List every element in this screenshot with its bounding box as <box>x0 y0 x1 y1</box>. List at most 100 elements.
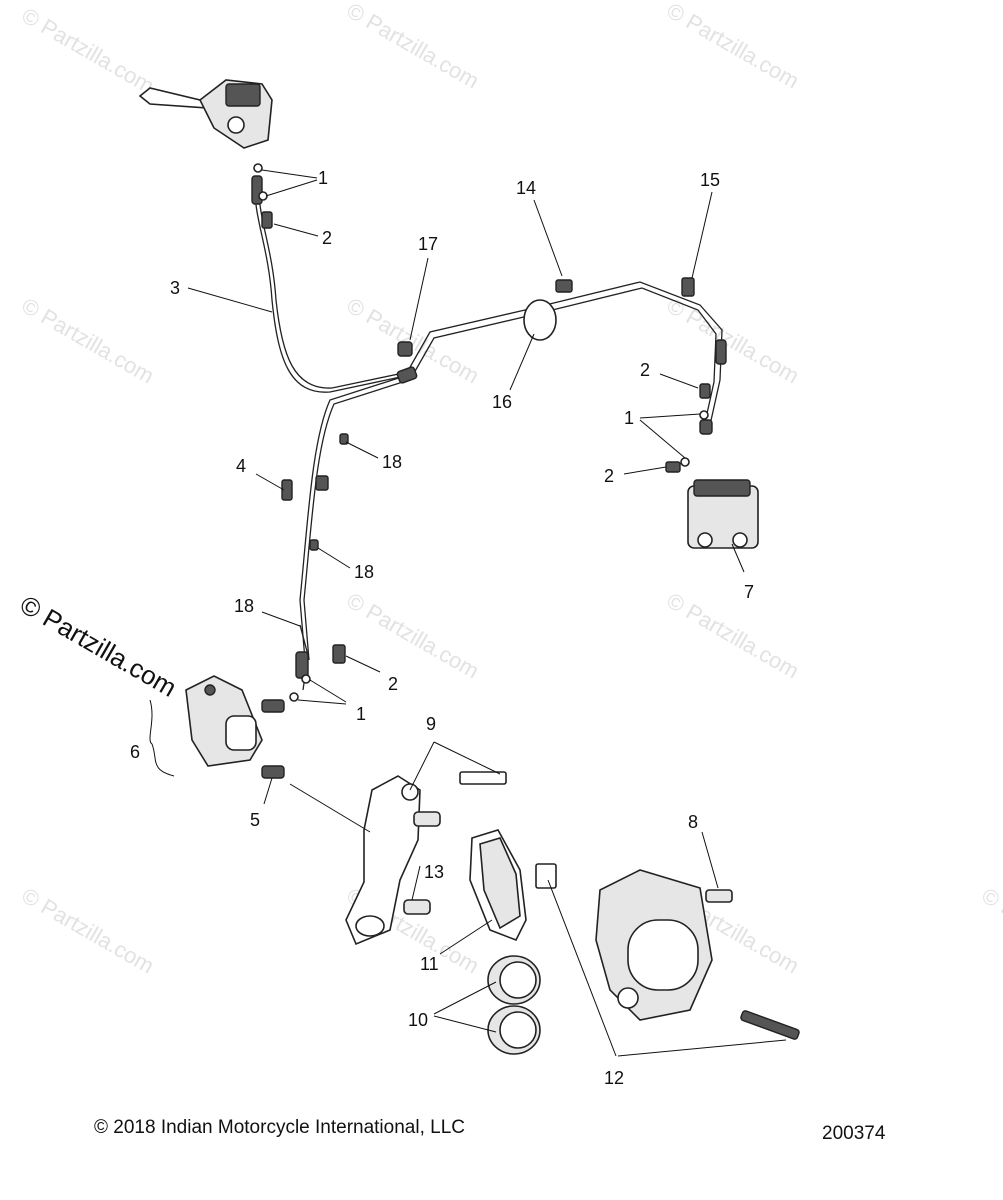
watermark: © Partzilla.com <box>663 588 804 684</box>
leader-line <box>659 373 699 389</box>
watermark: © Partzilla.com <box>663 0 804 93</box>
leader-line <box>261 169 318 179</box>
leader-line <box>411 865 421 901</box>
leader-line <box>639 419 686 459</box>
callout-1: 1 <box>318 168 328 188</box>
watermark: © Partzilla.com <box>663 293 804 389</box>
banjo-bolt <box>665 461 681 473</box>
bleeder <box>204 684 216 696</box>
brake-pad <box>479 837 521 930</box>
callout-2: 2 <box>604 466 614 486</box>
watermark: © Partzilla.com <box>18 883 159 979</box>
lever-pivot <box>227 116 245 134</box>
sealing-washer <box>289 692 299 702</box>
sealing-washer <box>301 674 311 684</box>
leader-line <box>263 777 273 805</box>
callout-5: 5 <box>250 810 260 830</box>
watermark-layer: © Partzilla.com © Partzilla.com © Partzi… <box>15 0 1003 978</box>
copyright-notice: © 2018 Indian Motorcycle International, … <box>94 1117 465 1138</box>
pad-clip <box>535 863 557 889</box>
watermark: © Partzilla.com <box>18 3 159 99</box>
callout-2: 2 <box>388 674 398 694</box>
brake-pads <box>469 829 527 942</box>
leader-line <box>433 1015 497 1033</box>
abs-module <box>687 479 759 549</box>
leader-line <box>509 333 535 391</box>
leader-line <box>187 287 273 313</box>
caliper-bracket <box>345 775 441 946</box>
sealing-washer <box>253 163 263 173</box>
callout-12: 12 <box>604 1068 624 1088</box>
bleeder-valve <box>705 889 733 903</box>
rear-caliper <box>595 869 713 1021</box>
caliper-bolt <box>261 699 285 713</box>
leader-line <box>547 879 617 1057</box>
leader-line <box>731 543 745 573</box>
leader-line <box>409 741 435 791</box>
leader-line <box>691 191 713 279</box>
cable-tie <box>523 299 557 341</box>
callout-7: 7 <box>744 582 754 602</box>
brake-master-cylinder <box>138 79 273 149</box>
pad-pin <box>740 1010 800 1040</box>
watermark: © Partzilla.com <box>343 0 484 93</box>
callout-15: 15 <box>700 170 720 190</box>
line-clip <box>681 277 695 297</box>
front-caliper <box>185 675 263 767</box>
callout-11: 11 <box>420 954 439 974</box>
caliper-bolt <box>261 765 285 779</box>
brake-line-upper <box>409 287 717 428</box>
callout-1: 1 <box>356 704 366 724</box>
sealing-washer <box>680 457 690 467</box>
abs-port <box>732 532 748 548</box>
watermark: © Partzilla.com <box>978 883 1003 979</box>
callout-16: 16 <box>492 392 512 412</box>
leader-line <box>273 223 319 237</box>
banjo-bolt <box>261 211 273 229</box>
bracket-hole <box>401 783 419 801</box>
leader-line <box>439 919 493 955</box>
leader-line <box>701 831 719 889</box>
leader-line <box>289 783 371 833</box>
callout-18: 18 <box>382 452 402 472</box>
grommet <box>339 433 349 445</box>
hose-fitting <box>396 366 418 384</box>
sealing-washer <box>258 191 268 201</box>
callout-2: 2 <box>322 228 332 248</box>
leader-line <box>345 441 379 459</box>
sealing-washer <box>699 410 709 420</box>
banjo-bolt <box>332 644 346 664</box>
clamp-bolt <box>281 479 293 501</box>
leader-line <box>433 981 497 1015</box>
line-clip <box>555 279 573 293</box>
callout-8: 8 <box>688 812 698 832</box>
leader-line <box>297 699 347 705</box>
watermark: © Partzilla.com <box>18 293 159 389</box>
leader-line <box>409 257 429 341</box>
abs-port <box>697 532 713 548</box>
leader-line <box>345 655 381 673</box>
callout-18: 18 <box>354 562 374 582</box>
brake-line-lower <box>303 379 410 661</box>
watermark-dark: © Partzilla.com <box>15 589 182 703</box>
callout-17: 17 <box>418 234 438 254</box>
callout-3: 3 <box>170 278 180 298</box>
piston-face <box>499 1011 537 1049</box>
hardware <box>253 163 800 1040</box>
pad-spring <box>459 771 507 785</box>
callout-10: 10 <box>408 1010 428 1030</box>
slide-pin <box>403 899 431 915</box>
caliper-piston-bore <box>627 919 699 991</box>
leader-line <box>255 473 285 491</box>
callout-18: 18 <box>234 596 254 616</box>
bracket-line <box>149 699 175 777</box>
line-clip <box>397 341 413 357</box>
reservoir-cap <box>225 83 261 107</box>
leader-line <box>623 466 667 475</box>
callout-2: 2 <box>640 360 650 380</box>
leader-line <box>639 413 701 419</box>
callout-labels: 1 2 3 17 14 15 16 2 1 2 18 4 18 7 18 2 1… <box>130 168 754 1088</box>
piston-face <box>499 961 537 999</box>
diagram-number: 200374 <box>822 1123 886 1144</box>
